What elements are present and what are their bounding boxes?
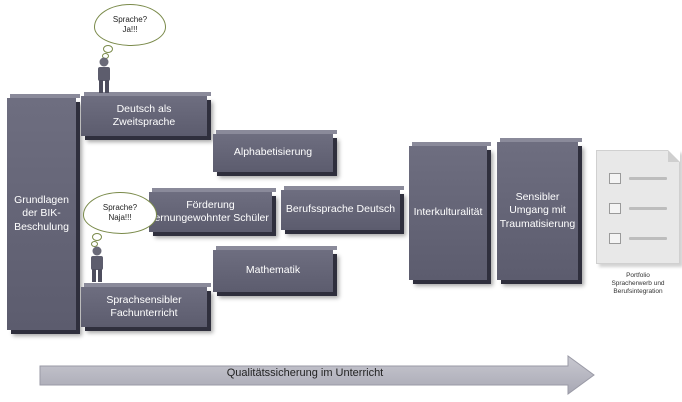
block-sensibler-umgang: Sensibler Umgang mit Traumatisierung	[497, 138, 582, 280]
block-alphabetisierung-label: Alphabetisierung	[233, 146, 313, 159]
thought-cloud-middle: Sprache? Naja!!!	[83, 192, 157, 234]
person-icon-middle	[91, 246, 103, 282]
portfolio-checkbox-3	[609, 233, 621, 244]
block-berufssprache-deutsch: Berufssprache Deutsch	[281, 186, 404, 230]
portfolio-line-1	[629, 177, 667, 180]
block-mathematik: Mathematik	[213, 246, 337, 292]
portfolio-checkbox-1	[609, 173, 621, 184]
block-mathematik-label: Mathematik	[245, 264, 301, 277]
portfolio-checkbox-2	[609, 203, 621, 214]
block-sprachsensibler-fachunterricht: Sprachsensibler Fachunterricht	[81, 283, 211, 327]
portfolio-caption: Portfolio Spracherwerb und Berufsintegra…	[611, 272, 665, 296]
block-deutsch-als-zweitsprache-label: Deutsch als Zweitsprache	[112, 102, 176, 128]
block-interkulturalitaet: Interkulturalität	[409, 142, 491, 280]
block-grundlagen: Grundlagen der BIK- Beschulung	[7, 94, 80, 330]
portfolio-line-2	[629, 207, 667, 210]
block-sensibler-umgang-label: Sensibler Umgang mit Traumatisierung	[499, 191, 576, 230]
quality-arrow-shape	[39, 355, 595, 395]
portfolio-line-3	[629, 237, 667, 240]
thought-cloud-middle-text: Sprache? Naja!!!	[102, 203, 138, 222]
quality-arrow-label: Qualitätssicherung im Unterricht	[226, 367, 384, 379]
thought-cloud-top: Sprache? Ja!!!	[94, 4, 166, 46]
thought-bubble-middle-2	[91, 241, 98, 247]
block-foerderung: Förderung lernungewohnter Schüler	[149, 188, 276, 232]
block-berufssprache-deutsch-label: Berufssprache Deutsch	[285, 203, 396, 216]
block-deutsch-als-zweitsprache: Deutsch als Zweitsprache	[81, 92, 211, 136]
block-alphabetisierung: Alphabetisierung	[213, 130, 337, 172]
block-interkulturalitaet-label: Interkulturalität	[413, 206, 483, 219]
thought-bubble-top-1	[103, 45, 113, 53]
block-grundlagen-label: Grundlagen der BIK- Beschulung	[14, 194, 69, 233]
portfolio-document-icon	[596, 150, 680, 264]
thought-bubble-middle-1	[92, 233, 102, 241]
thought-cloud-top-text: Sprache? Ja!!!	[112, 15, 148, 34]
block-foerderung-label: Förderung lernungewohnter Schüler	[152, 198, 269, 224]
person-icon-top	[98, 57, 110, 93]
block-sprachsensibler-fachunterricht-label: Sprachsensibler Fachunterricht	[106, 293, 182, 319]
portfolio-document-fold	[668, 150, 680, 162]
